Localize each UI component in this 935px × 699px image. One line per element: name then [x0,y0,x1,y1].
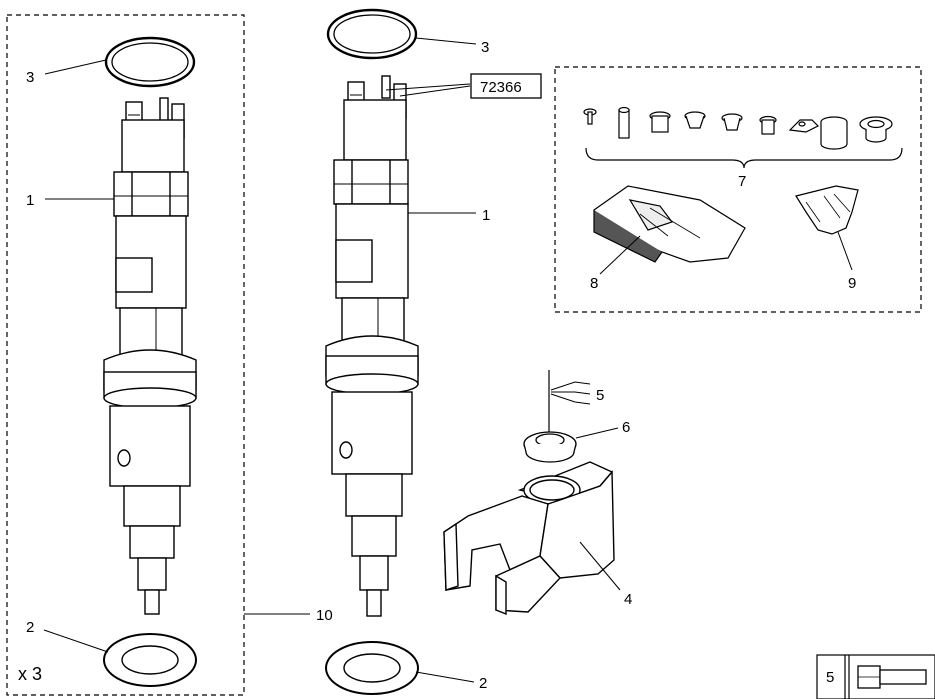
callout-1-right: 1 [482,207,490,224]
part-number-box [470,73,542,99]
oring-left [104,36,196,88]
grease-pouch [795,185,859,235]
callout-6: 6 [622,419,630,436]
oring-right [326,8,418,60]
washer-left [103,633,197,687]
callout-1-left: 1 [26,192,34,209]
callout-2-right: 2 [479,675,487,692]
injector-center [325,75,419,617]
legend-number: 5 [826,669,834,686]
callout-7: 7 [738,173,746,190]
bolt-icon [857,665,927,689]
callout-2-left: 2 [26,619,34,636]
small-parts-kit [583,106,893,150]
callout-3-right: 3 [481,39,489,56]
kit-frame-dashed-border [6,14,245,696]
injector-left [103,97,197,615]
part-number-label: 72366 [480,79,522,96]
callout-4: 4 [624,591,632,608]
service-kit-dashed-border [554,66,922,313]
sealing-pad [593,185,746,263]
callout-10: 10 [316,607,333,624]
washer-right [325,641,419,695]
callout-8: 8 [590,275,598,292]
small-parts-brace [585,147,903,169]
callout-5: 5 [596,387,604,404]
spherical-washer [523,431,577,463]
injector-bracket [443,461,615,616]
callout-9: 9 [848,275,856,292]
callout-3-left: 3 [26,69,34,86]
quantity-label: x 3 [18,664,42,684]
